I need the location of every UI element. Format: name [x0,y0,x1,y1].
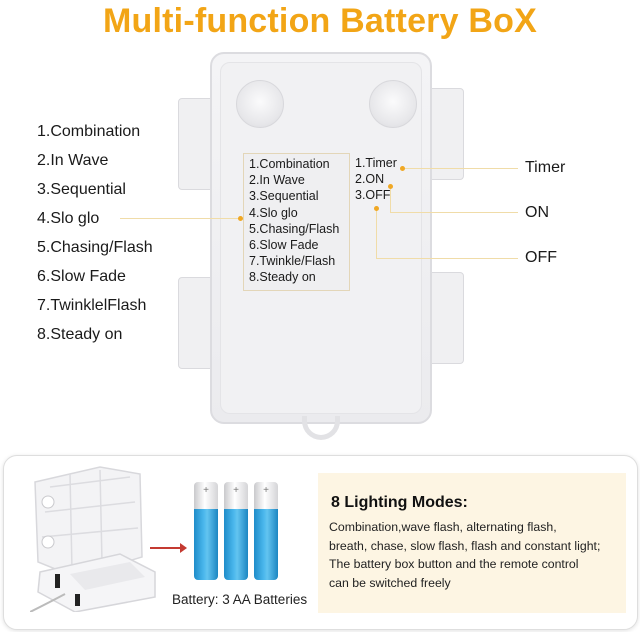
info-box [318,473,626,613]
box-mode-item: 6.Slow Fade [249,238,319,253]
switch-item-on: 2.ON [355,172,385,187]
box-switch-label: 1.Timer 2.ON 3.OFF [355,155,397,204]
left-mode-list: 1.Combination 2.In Wave 3.Sequential 4.S… [37,121,153,353]
info-line: can be switched freely [329,575,451,590]
info-title: 8 Lighting Modes: [331,494,468,511]
callout-line-on [390,212,518,213]
box-side-clip [430,88,464,180]
mode-item: 7.TwinklelFlash [37,297,147,314]
box-mode-label: 1.Combination 2.In Wave 3.Sequential 4.S… [243,153,350,291]
aa-battery: + [224,482,248,580]
mode-item: 1.Combination [37,123,141,140]
page-title: Multi-function Battery BoX [103,2,537,40]
box-mode-item: 1.Combination [249,157,330,171]
callout-line-on [390,186,391,212]
box-mode-item: 8.Steady on [249,270,316,285]
box-side-clip [178,98,214,190]
callout-dot [238,216,243,221]
hanging-loop [302,416,340,440]
mode-item: 5.Chasing/Flash [37,239,153,256]
box-mode-item: 2.In Wave [249,173,305,188]
callout-dot [374,206,379,211]
info-line: Combination,wave flash, alternating flas… [329,520,557,534]
box-mode-item: 5.Chasing/Flash [249,221,340,236]
callout-dot [400,166,405,171]
timer-button[interactable] [369,80,417,128]
open-battery-box-image [30,466,156,612]
label-timer: Timer [525,159,566,176]
label-on: ON [525,204,549,221]
mode-item: 8.Steady on [37,326,123,343]
callout-line-timer [402,168,518,169]
arrow-icon [150,543,187,553]
mode-item: 2.In Wave [37,152,109,169]
box-side-clip [430,272,464,364]
info-line: breath, chase, slow flash, flash and con… [329,538,601,553]
aa-battery: + [254,482,278,580]
box-mode-item: 3.Sequential [249,189,319,204]
aa-battery: + [194,482,218,580]
mode-item: 3.Sequential [37,181,126,198]
switch-item-timer: 1.Timer [355,156,397,170]
callout-dot [388,184,393,189]
label-off: OFF [525,249,557,266]
callout-line-off [376,208,377,258]
info-line: The battery box button and the remote co… [329,557,579,571]
callout-line-off [376,258,518,259]
mode-button[interactable] [236,80,284,128]
box-mode-item: 7.Twinkle/Flash [249,254,336,269]
mode-item: 6.Slow Fade [37,268,126,285]
mode-item: 4.Slo glo [37,210,100,227]
box-side-clip [178,277,214,369]
callout-line-modes [120,218,240,219]
info-description: Combination,wave flash, alternating flas… [329,518,629,592]
box-mode-item: 4.Slo glo [249,205,298,220]
switch-item-off: 3.OFF [355,188,391,203]
battery-label: Battery: 3 AA Batteries [172,592,308,607]
